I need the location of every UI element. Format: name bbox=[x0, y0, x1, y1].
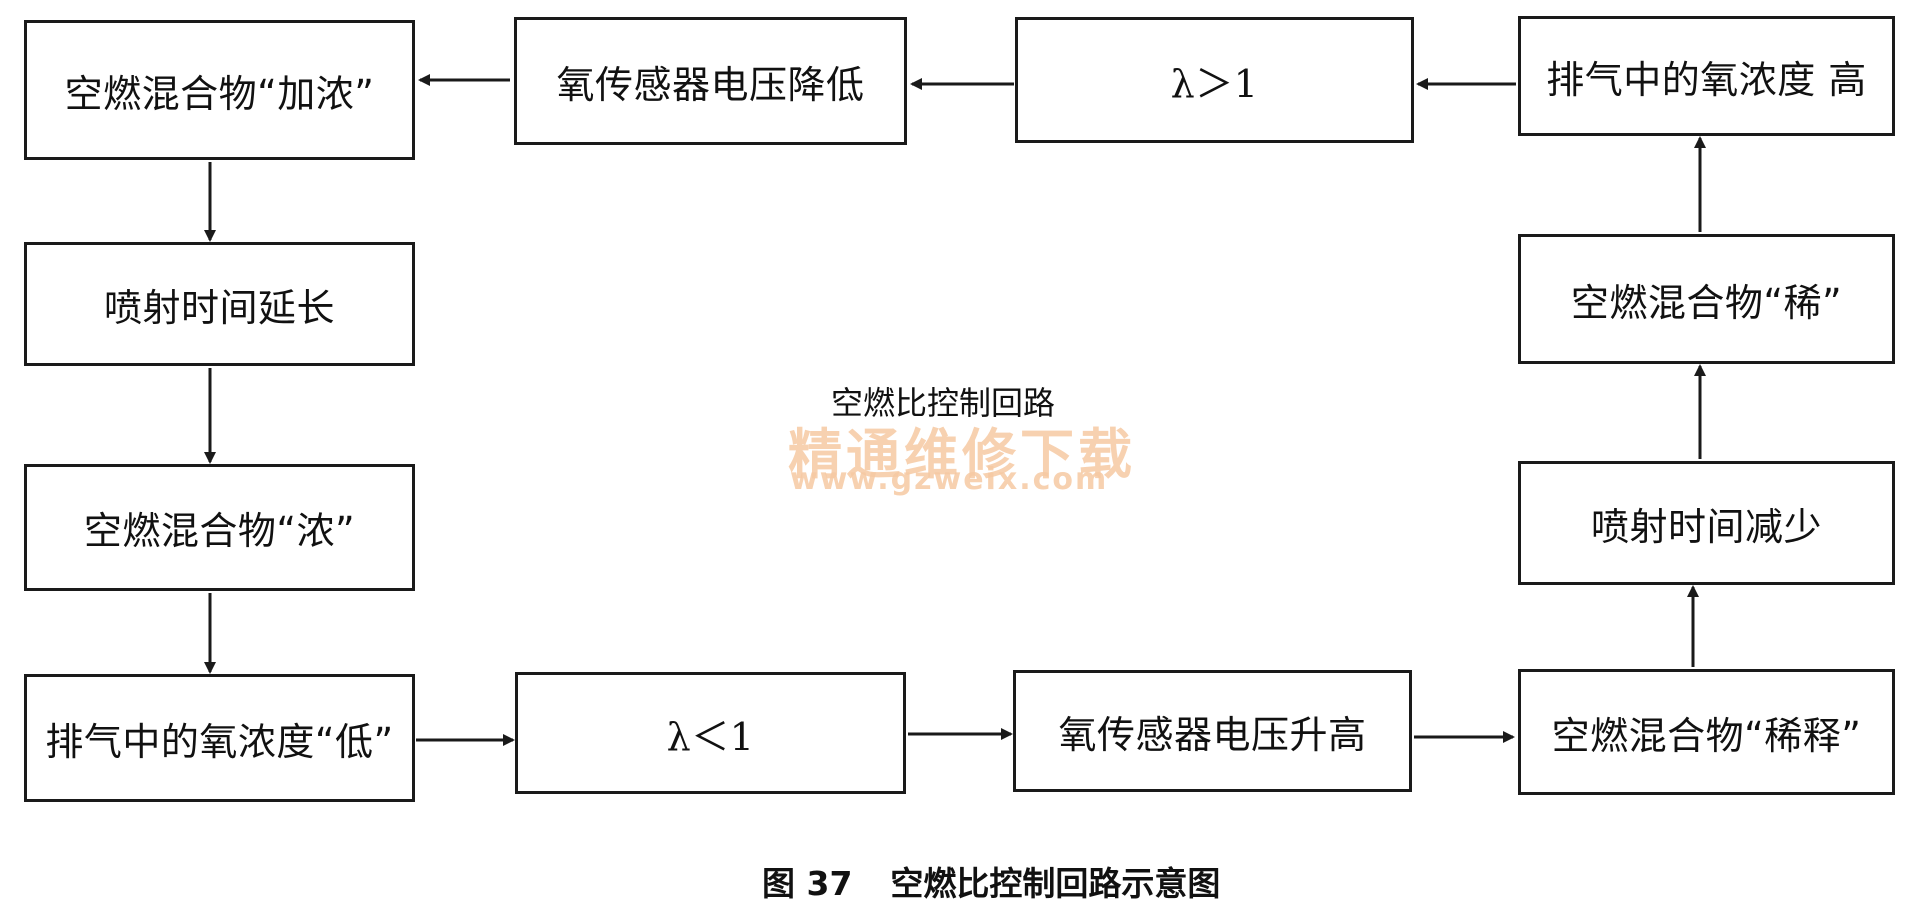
node-injection-longer: 喷射时间延长 bbox=[24, 242, 415, 366]
node-label: 喷射时间延长 bbox=[103, 285, 335, 330]
node-mixture-dilute: 空燃混合物“稀释” bbox=[1518, 669, 1895, 795]
node-mixture-rich: 空燃混合物“浓” bbox=[24, 464, 415, 591]
watermark-url: www.gzweix.com bbox=[790, 462, 1109, 497]
figure-title: 空燃比控制回路示意图 bbox=[890, 864, 1221, 903]
node-injection-shorter: 喷射时间减少 bbox=[1518, 461, 1895, 585]
center-label: 空燃比控制回路 bbox=[831, 384, 1056, 422]
figure-caption: 图 37 空燃比控制回路示意图 bbox=[762, 857, 1220, 905]
node-mixture-rich-add: 空燃混合物“加浓” bbox=[24, 20, 415, 160]
node-label: 空燃混合物“浓” bbox=[83, 509, 356, 553]
node-mixture-lean: 空燃混合物“稀” bbox=[1518, 234, 1895, 364]
node-label: 空燃混合物“加浓” bbox=[64, 71, 375, 116]
watermark-name: 精通维修下载 bbox=[788, 423, 1136, 486]
node-lambda-greater-than-one: λ＞1 bbox=[1015, 17, 1414, 143]
node-label: 氧传感器电压降低 bbox=[556, 62, 865, 107]
node-label: 排气中的氧浓度 高 bbox=[1546, 57, 1867, 102]
figure-number: 图 37 bbox=[762, 864, 853, 903]
node-label: 空燃混合物“稀释” bbox=[1551, 713, 1862, 758]
node-o2-voltage-high: 氧传感器电压升高 bbox=[1013, 670, 1412, 792]
node-o2-voltage-low: 氧传感器电压降低 bbox=[514, 17, 907, 145]
node-label: 空燃混合物“稀” bbox=[1570, 280, 1843, 325]
node-exhaust-o2-high: 排气中的氧浓度 高 bbox=[1518, 16, 1895, 136]
node-lambda-less-than-one: λ＜1 bbox=[515, 672, 906, 794]
node-exhaust-o2-low: 排气中的氧浓度“低” bbox=[24, 674, 415, 802]
node-label: 排气中的氧浓度“低” bbox=[45, 719, 394, 764]
node-label: λ＜1 bbox=[666, 714, 755, 759]
node-label: λ＞1 bbox=[1170, 61, 1259, 106]
node-label: 喷射时间减少 bbox=[1590, 504, 1822, 549]
node-label: 氧传感器电压升高 bbox=[1058, 712, 1367, 757]
